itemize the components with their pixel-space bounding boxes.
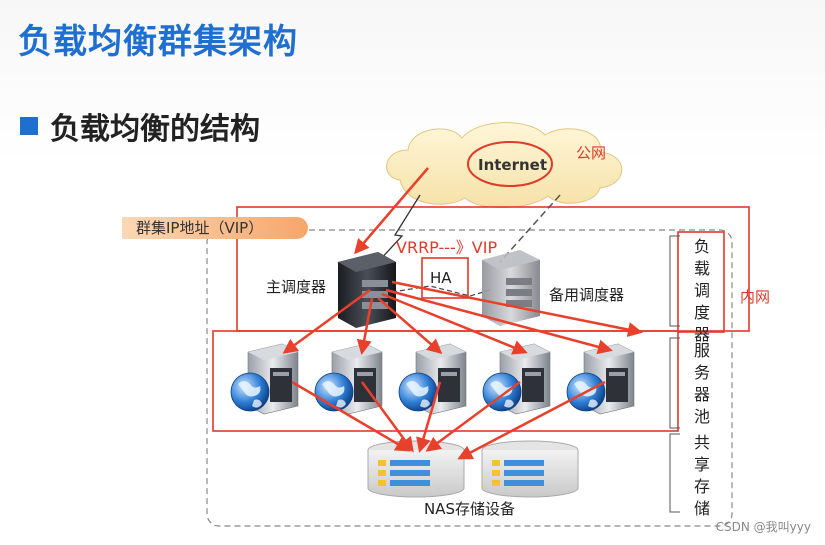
layer-label-char: 载 [693, 259, 710, 278]
ha-box-annotation [421, 257, 469, 299]
arrow-master-to-server-1 [282, 288, 371, 354]
pool-server-5-icon [566, 343, 635, 415]
layer-label-char: 储 [693, 499, 710, 518]
server-pool-box-annotation [212, 330, 679, 432]
layer-label-char: 负 [693, 237, 710, 256]
arrow-server-1-to-nas [291, 380, 411, 452]
layer-label-storage: 共 享 存 储 [692, 432, 712, 520]
bullet-row: 负载均衡的结构 [20, 104, 260, 148]
nas-device-2-icon [481, 440, 579, 498]
internet-cloud-icon [386, 122, 623, 208]
arrow-master-to-server-3 [377, 297, 443, 354]
layer-label-char: 共 [693, 433, 710, 452]
arrow-master-to-server-2 [356, 297, 374, 355]
arrow-server-2-to-nas [360, 381, 414, 453]
storage-bracket [669, 433, 680, 513]
internet-label: Internet [478, 156, 548, 174]
arrow-server-3-to-nas [416, 381, 442, 453]
layer-label-char: 器 [693, 325, 710, 344]
arrow-internet-to-master [354, 167, 429, 255]
backup-scheduler-icon [482, 250, 540, 326]
layer-label-char: 池 [693, 407, 710, 426]
slide-title: 负载均衡群集架构 [18, 22, 298, 62]
red-arrows [282, 167, 643, 460]
pool-server-3-icon [398, 343, 467, 415]
layer-label-char: 度 [693, 303, 710, 322]
watermark: CSDN @我叫yyy [715, 520, 811, 534]
layer-label-char: 服 [693, 341, 710, 360]
arrow-master-to-server-4 [381, 292, 528, 355]
pool-server-1-icon [230, 343, 299, 415]
bullet-text: 负载均衡的结构 [50, 112, 260, 147]
vrrp-label: VRRP---》VIP [396, 238, 498, 257]
scheduler-bracket [669, 235, 680, 327]
wan-link-backup [499, 194, 561, 263]
arrow-server-4-to-nas [425, 380, 521, 452]
backup-scheduler-label: 备用调度器 [549, 286, 625, 304]
ha-label: HA [430, 269, 452, 287]
wan-link-master [377, 194, 421, 263]
arrow-server-5-to-nas [457, 380, 606, 460]
layer-label-char: 享 [693, 455, 710, 474]
pool-bracket [669, 337, 680, 429]
internet-circle-annotation [467, 141, 553, 187]
layer-label-pool: 服 务 器 池 [692, 340, 712, 428]
nas-label: NAS存储设备 [424, 500, 516, 518]
vip-tag: 群集IP地址（VIP） [122, 217, 308, 239]
master-scheduler-label: 主调度器 [266, 278, 327, 296]
layer-label-char: 器 [693, 385, 710, 404]
arrow-master-to-backup-side [391, 280, 643, 337]
heartbeat-link [391, 285, 491, 297]
cluster-outline [206, 229, 733, 527]
internal-net-label: 内网 [740, 288, 771, 306]
master-scheduler-icon [338, 252, 396, 328]
layer-label-char: 务 [693, 363, 710, 382]
public-net-label: 公网 [576, 144, 607, 162]
pool-server-2-icon [314, 343, 383, 415]
layer-label-char: 存 [693, 477, 710, 496]
layer-label-scheduler: 负 载 调 度 器 [692, 236, 712, 346]
scheduler-label-box-annotation [677, 231, 725, 333]
layer-label-char: 调 [693, 281, 710, 300]
nas-device-1-icon [367, 440, 465, 498]
bullet-square-icon [20, 117, 38, 135]
pool-server-4-icon [482, 343, 551, 415]
arrow-master-to-server-5 [385, 288, 613, 355]
